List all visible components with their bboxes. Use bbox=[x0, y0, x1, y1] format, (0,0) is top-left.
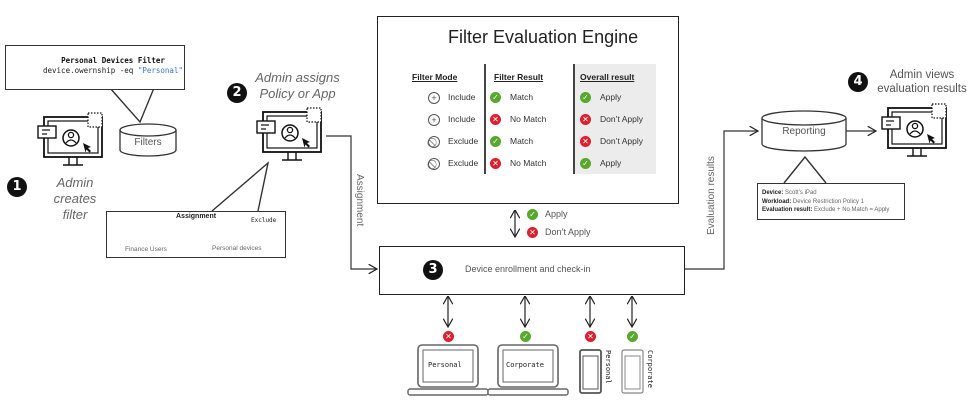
device-label-corporate: Corporate bbox=[506, 361, 544, 369]
assignment-title: Assignment bbox=[176, 213, 217, 220]
caption-line: Admin views bbox=[889, 69, 955, 81]
finance-users-label: Finance Users bbox=[125, 246, 167, 253]
check-icon: ✓ bbox=[490, 92, 501, 103]
column-divider bbox=[573, 64, 575, 174]
expr-prefix: device.owernship -eq bbox=[43, 66, 138, 75]
reporting-label: Reporting bbox=[782, 126, 826, 137]
filters-label: Filters bbox=[134, 137, 162, 148]
filter-evaluation-engine: Filter Evaluation Engine Filter Mode Fil… bbox=[377, 16, 679, 204]
filter-result-cell: Match bbox=[510, 92, 534, 102]
step-1-badge: 1 bbox=[7, 177, 27, 197]
block-icon: ⃠ bbox=[428, 136, 440, 148]
filter-expression: device.owernship -eq "Personal" bbox=[38, 66, 188, 75]
x-icon: ✕ bbox=[490, 114, 501, 125]
filter-definition-callout: Personal Devices Filter device.owernship… bbox=[5, 45, 185, 90]
admin-monitor-icon-4 bbox=[881, 103, 947, 157]
personal-devices-label: Personal devices bbox=[212, 245, 262, 252]
device-label-personal: Personal bbox=[428, 361, 462, 369]
x-icon: ✕ bbox=[490, 158, 501, 169]
filter-result-cell: Match bbox=[510, 136, 534, 146]
check-icon: ✓ bbox=[627, 331, 638, 342]
assignment-flow-label: Assignment bbox=[354, 174, 365, 227]
x-icon: ✕ bbox=[585, 331, 596, 342]
dont-apply-x-icon: ✕ bbox=[527, 227, 538, 238]
device-label-personal: Personal bbox=[604, 350, 612, 384]
x-icon: ✕ bbox=[443, 331, 454, 342]
filter-mode-cell: Exclude bbox=[448, 158, 479, 168]
laptop-personal-icon bbox=[407, 344, 489, 396]
enrollment-label: Device enrollment and check-in bbox=[465, 264, 591, 274]
exclude-label: Exclude bbox=[251, 217, 277, 224]
caption-line: Admin assigns bbox=[255, 70, 340, 85]
reporting-detail-callout: Device: Scott’s iPad Workload: Device Re… bbox=[757, 183, 905, 220]
caption-line: filter bbox=[62, 207, 88, 222]
filter-mode-cell: Include bbox=[448, 114, 476, 124]
report-result: Evaluation result: Exclude + No Match = … bbox=[762, 207, 890, 213]
admin-monitor-icon-2 bbox=[256, 107, 322, 161]
filter-result-cell: No Match bbox=[510, 114, 547, 124]
header-filter-result: Filter Result bbox=[494, 72, 544, 82]
step-3-badge: 3 bbox=[423, 260, 443, 280]
check-icon: ✓ bbox=[520, 331, 531, 342]
apply-check-icon: ✓ bbox=[527, 209, 538, 220]
phone-corporate-icon bbox=[621, 349, 644, 394]
caption-line: Policy or App bbox=[259, 86, 336, 101]
device-enrollment-box: 3 Device enrollment and check-in bbox=[379, 246, 685, 295]
column-divider bbox=[484, 64, 486, 174]
caption-line: Admin creates bbox=[53, 175, 97, 206]
reporting-cylinder bbox=[761, 110, 847, 152]
device-label-corporate: Corporate bbox=[646, 350, 654, 388]
laptop-corporate-icon bbox=[487, 344, 569, 396]
check-icon: ✓ bbox=[490, 136, 501, 147]
admin-monitor-icon-1 bbox=[37, 112, 103, 166]
filter-mode-cell: Exclude bbox=[448, 136, 479, 146]
filter-result-cell: No Match bbox=[510, 158, 547, 168]
overall-result-cell: Don’t Apply bbox=[600, 136, 643, 146]
overall-result-cell: Apply bbox=[600, 92, 622, 102]
filter-mode-cell: Include bbox=[448, 92, 476, 102]
overall-result-cell: Apply bbox=[600, 158, 622, 168]
header-overall-result: Overall result bbox=[580, 72, 635, 82]
step-2-caption: Admin assigns Policy or App bbox=[255, 70, 340, 102]
plus-circle-icon: + bbox=[428, 114, 440, 126]
overall-result-cell: Don’t Apply bbox=[600, 114, 643, 124]
report-workload: Workload: Device Restriction Policy 1 bbox=[762, 198, 864, 205]
legend-apply: Apply bbox=[545, 209, 568, 219]
phone-personal-icon bbox=[579, 349, 602, 394]
step-4-caption: Admin views evaluation results bbox=[872, 68, 972, 96]
x-icon: ✕ bbox=[580, 114, 591, 125]
legend-dont-apply: Don’t Apply bbox=[545, 227, 591, 237]
filters-cylinder bbox=[119, 123, 177, 157]
header-filter-mode: Filter Mode bbox=[412, 72, 458, 82]
caption-line: evaluation results bbox=[877, 83, 967, 95]
block-icon: ⃠ bbox=[428, 158, 440, 170]
step-4-badge: 4 bbox=[848, 72, 868, 92]
plus-circle-icon: + bbox=[428, 92, 440, 104]
check-icon: ✓ bbox=[580, 92, 591, 103]
evaluation-results-label: Evaluation results bbox=[706, 156, 717, 235]
x-icon: ✕ bbox=[580, 136, 591, 147]
assignment-callout bbox=[106, 211, 286, 258]
engine-title: Filter Evaluation Engine bbox=[448, 27, 639, 47]
check-icon: ✓ bbox=[580, 158, 591, 169]
expr-value: "Personal" bbox=[137, 66, 183, 75]
report-device: Device: Scott’s iPad bbox=[762, 190, 817, 196]
step-1-caption: Admin creates filter bbox=[35, 175, 115, 223]
step-2-badge: 2 bbox=[227, 83, 247, 103]
filter-title: Personal Devices Filter bbox=[61, 56, 165, 65]
